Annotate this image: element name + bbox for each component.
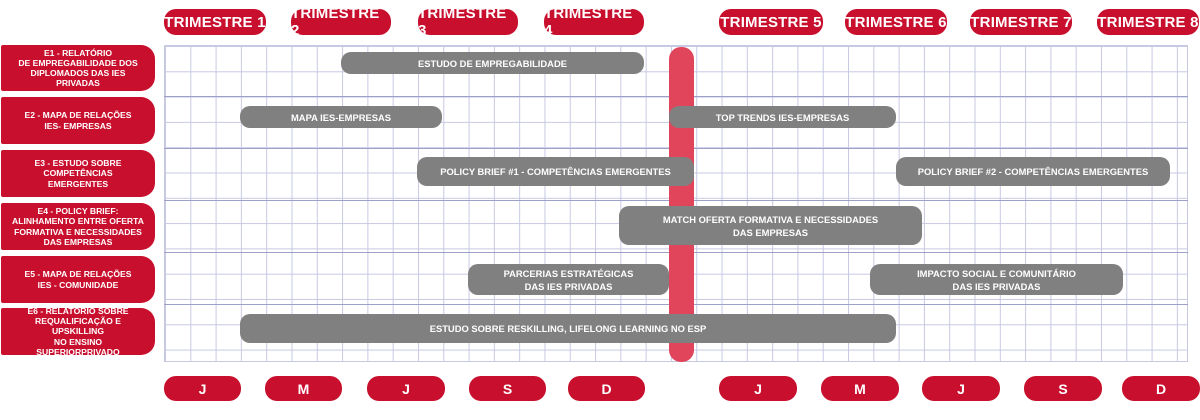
- quarter-header-4: TRIMESTRE 4: [544, 5, 644, 39]
- row-label-e3: E3 - ESTUDO SOBRE COMPETÊNCIAS EMERGENTE…: [1, 150, 155, 197]
- task-parcerias-estrategicas: PARCERIAS ESTRATÉGICAS DAS IES PRIVADAS: [468, 264, 669, 295]
- task-label: IMPACTO SOCIAL E COMUNITÁRIO DAS IES PRI…: [917, 267, 1076, 292]
- task-label: MAPA IES-EMPRESAS: [290, 111, 391, 123]
- quarter-header-6: TRIMESTRE 6: [845, 9, 947, 35]
- task-label: MATCH OFERTA FORMATIVA E NECESSIDADES DA…: [662, 213, 879, 238]
- row-label-e1: E1 - RELATÓRIO DE EMPREGABILIDADE DOS DI…: [1, 45, 155, 91]
- month-pill-3: J: [367, 376, 445, 401]
- month-pill-1: J: [164, 376, 241, 401]
- quarter-header-5: TRIMESTRE 5: [719, 9, 823, 35]
- month-pill-8: J: [922, 376, 1000, 401]
- task-label: PARCERIAS ESTRATÉGICAS DAS IES PRIVADAS: [503, 267, 634, 292]
- task-top-trends: TOP TRENDS IES-EMPRESAS: [669, 106, 896, 128]
- row-label-text: E6 - RELATÓRIO SOBRE REQUALIFICAÇÃO E UP…: [27, 306, 129, 357]
- task-impacto-social: IMPACTO SOCIAL E COMUNITÁRIO DAS IES PRI…: [870, 264, 1123, 295]
- row-label-e4: E4 - POLICY BRIEF: ALINHAMENTO ENTRE OFE…: [1, 203, 155, 250]
- month-pill-7: M: [821, 376, 899, 401]
- milestone-bar: [669, 47, 694, 362]
- task-label: POLICY BRIEF #2 - COMPETÊNCIAS EMERGENTE…: [917, 166, 1149, 177]
- row-label-text: E1 - RELATÓRIO DE EMPREGABILIDADE DOS DI…: [18, 47, 138, 89]
- task-mapa-ies-empresas: MAPA IES-EMPRESAS: [240, 106, 442, 128]
- month-pill-5: D: [568, 376, 645, 401]
- row-label-text: E3 - ESTUDO SOBRE COMPETÊNCIAS EMERGENTE…: [34, 158, 122, 189]
- row-label-e2: E2 - MAPA DE RELAÇÕES IES- EMPRESAS: [1, 97, 155, 144]
- task-label: POLICY BRIEF #1 - COMPETÊNCIAS EMERGENTE…: [440, 166, 671, 177]
- task-label: ESTUDO SOBRE RESKILLING, LIFELONG LEARNI…: [429, 323, 707, 334]
- month-pill-10: D: [1122, 376, 1200, 401]
- month-pill-6: J: [719, 376, 797, 401]
- row-label-text: E5 - MAPA DE RELAÇÕES IES - COMUNIDADE: [24, 269, 132, 290]
- row-label-e5: E5 - MAPA DE RELAÇÕES IES - COMUNIDADE: [1, 256, 155, 303]
- task-estudo-empregabilidade: ESTUDO DE EMPREGABILIDADE: [341, 52, 644, 74]
- month-pill-2: M: [265, 376, 342, 401]
- task-policy-brief-1: POLICY BRIEF #1 - COMPETÊNCIAS EMERGENTE…: [417, 157, 694, 186]
- task-policy-brief-2: POLICY BRIEF #2 - COMPETÊNCIAS EMERGENTE…: [896, 157, 1170, 186]
- task-label: TOP TRENDS IES-EMPRESAS: [715, 111, 850, 123]
- quarter-header-1: TRIMESTRE 1: [164, 9, 266, 35]
- row-label-text: E2 - MAPA DE RELAÇÕES IES- EMPRESAS: [24, 110, 132, 131]
- task-label: ESTUDO DE EMPREGABILIDADE: [418, 57, 567, 69]
- row-label-text: E4 - POLICY BRIEF: ALINHAMENTO ENTRE OFE…: [12, 206, 144, 247]
- quarter-header-8: TRIMESTRE 8: [1097, 9, 1199, 35]
- row-label-e6: E6 - RELATÓRIO SOBRE REQUALIFICAÇÃO E UP…: [1, 306, 155, 357]
- task-match-oferta: MATCH OFERTA FORMATIVA E NECESSIDADES DA…: [619, 206, 922, 245]
- task-estudo-reskilling: ESTUDO SOBRE RESKILLING, LIFELONG LEARNI…: [240, 314, 896, 343]
- quarter-header-7: TRIMESTRE 7: [970, 9, 1072, 35]
- month-pill-9: S: [1024, 376, 1102, 401]
- quarter-header-2: TRIMESTRE 2: [291, 5, 391, 39]
- month-pill-4: S: [469, 376, 546, 401]
- quarter-header-3: TRIMESTRE 3: [418, 5, 518, 39]
